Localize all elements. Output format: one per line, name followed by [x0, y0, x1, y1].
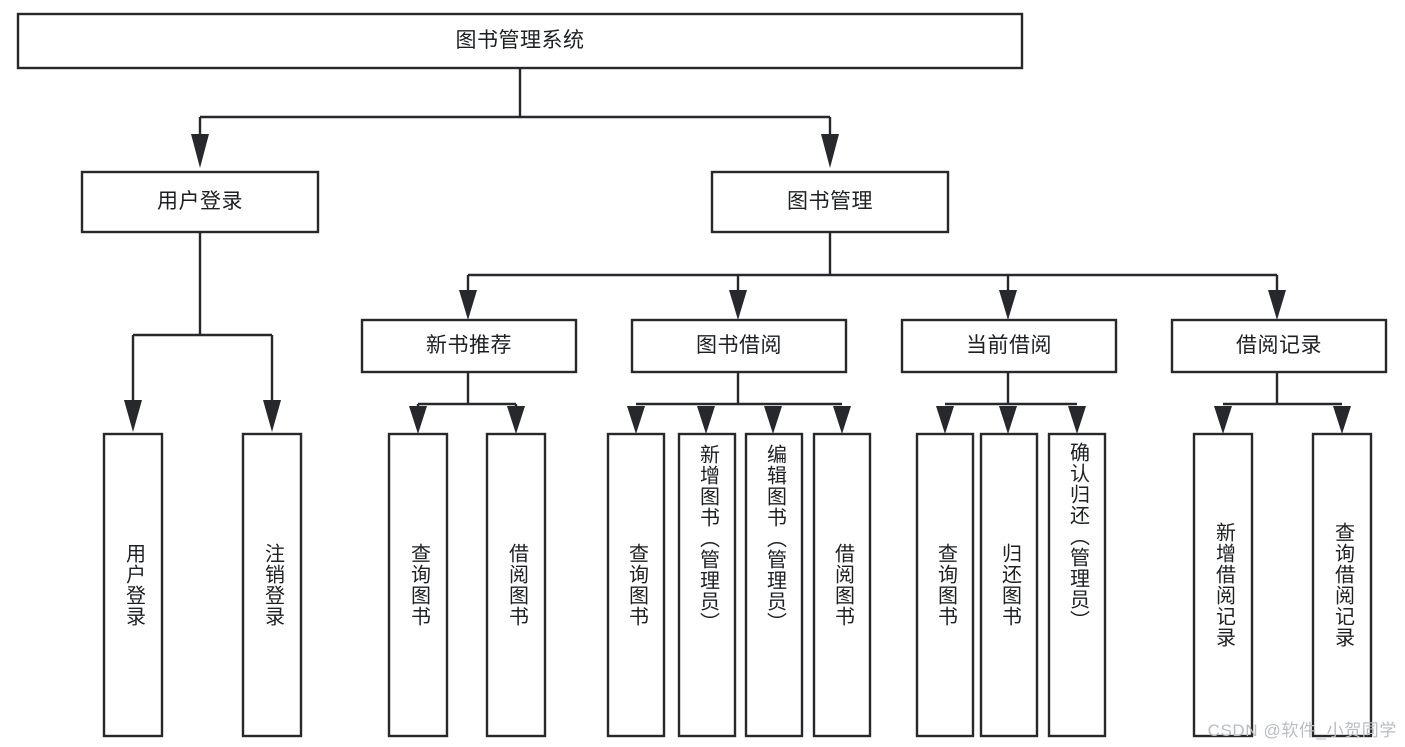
leaf-box-add-book[interactable] — [677, 432, 737, 738]
node-user-login-box[interactable] — [80, 170, 320, 234]
arrowhead-leaf-logout — [263, 400, 281, 432]
arrowhead-leaf-return-book — [999, 406, 1017, 434]
leaf-box-edit-book[interactable] — [744, 432, 804, 738]
arrowhead-leaf-add-record — [1214, 406, 1232, 434]
arrowhead-borrow-record — [1268, 290, 1286, 320]
arrowhead-leaf-query-book-1 — [409, 406, 427, 434]
node-root-box[interactable] — [16, 12, 1024, 70]
watermark-text: CSDN @软件_小贺同学 — [1207, 721, 1397, 740]
arrowhead-book-borrow — [729, 290, 747, 320]
arrowhead-leaf-borrow-book-2 — [833, 406, 851, 434]
leaf-box-add-record[interactable] — [1192, 432, 1254, 738]
node-book-management-box[interactable] — [710, 170, 950, 234]
node-borrow-record-box[interactable] — [1170, 318, 1388, 374]
arrowhead-bookmgmt — [821, 134, 839, 168]
arrowhead-new-book — [459, 290, 477, 320]
leaf-box-logout[interactable] — [241, 432, 303, 738]
arrowhead-leaf-query-record — [1333, 406, 1351, 434]
arrowhead-leaf-add-book — [697, 406, 715, 434]
arrowhead-leaf-query-book-3 — [936, 406, 954, 434]
node-book-borrow-box[interactable] — [630, 318, 848, 374]
arrowhead-leaf-borrow-book-1 — [507, 406, 525, 434]
arrowhead-leaf-edit-book — [764, 406, 782, 434]
leaf-box-query-book-1[interactable] — [387, 432, 449, 738]
leaf-box-query-book-3[interactable] — [915, 432, 975, 738]
leaf-box-borrow-book-2[interactable] — [812, 432, 872, 738]
arrowhead-leaf-confirm-return — [1068, 406, 1086, 434]
leaf-box-query-book-2[interactable] — [606, 432, 666, 738]
arrowhead-userlogin — [191, 134, 209, 168]
node-new-book-box[interactable] — [360, 318, 578, 374]
leaf-box-borrow-book-1[interactable] — [485, 432, 547, 738]
leaf-box-return-book[interactable] — [979, 432, 1039, 738]
leaf-box-user-login[interactable] — [102, 432, 164, 738]
node-current-borrow-box[interactable] — [900, 318, 1118, 374]
arrowhead-current-borrow — [999, 290, 1017, 320]
arrowhead-leaf-user-login — [124, 400, 142, 432]
leaf-box-confirm-return[interactable] — [1047, 432, 1107, 738]
arrowhead-leaf-query-book-2 — [627, 406, 645, 434]
leaf-box-query-record[interactable] — [1311, 432, 1373, 738]
